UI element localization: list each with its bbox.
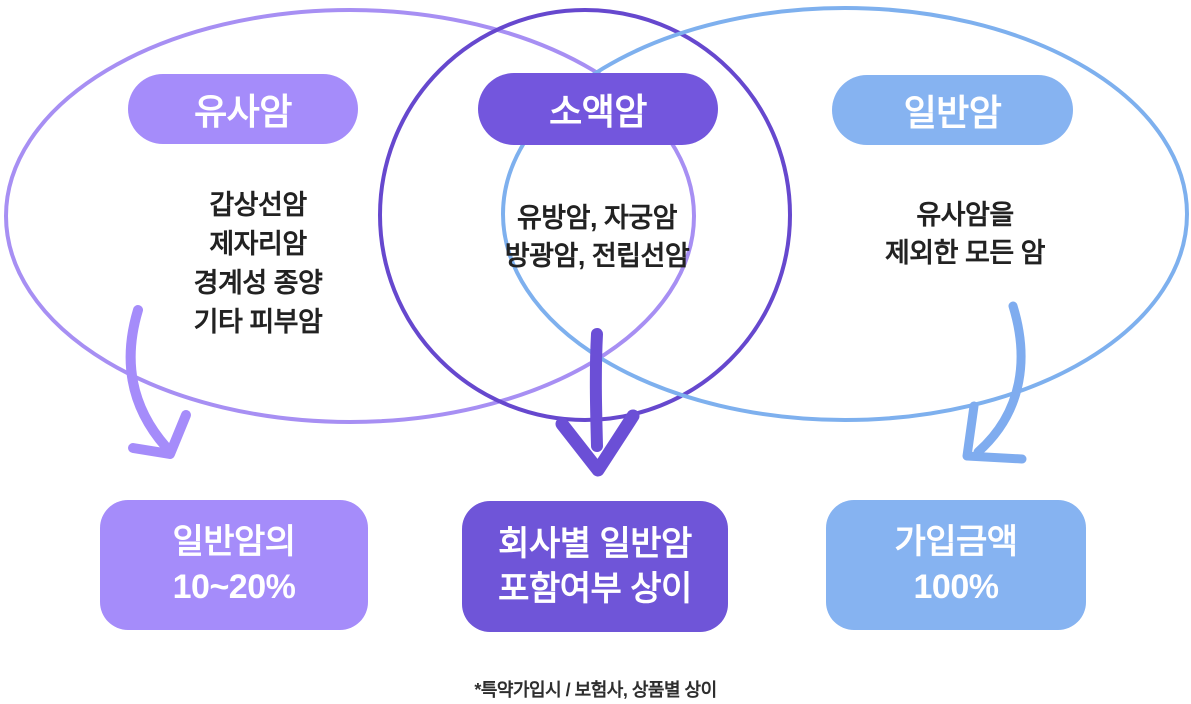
similar-cancer-pill-label: 유사암 bbox=[194, 91, 292, 132]
similar-cancer-arrowhead-icon bbox=[128, 410, 191, 459]
small-amount-cancer-items: 유방암, 자궁암 방광암, 전립선암 bbox=[447, 199, 747, 275]
small-amount-cancer-circle-outline bbox=[378, 8, 792, 422]
result-line: 10~20% bbox=[172, 568, 296, 606]
general-cancer-result-box: 가입금액 100% bbox=[826, 500, 1086, 630]
small-amount-cancer-pill: 소액암 bbox=[478, 73, 718, 145]
result-line: 가입금액 bbox=[894, 523, 1018, 561]
footnote: *특약가입시 / 보험사, 상품별 상이 bbox=[474, 680, 717, 700]
small-amount-cancer-arrow-shaft bbox=[589, 328, 603, 452]
general-cancer-arrowhead-icon bbox=[962, 401, 1027, 464]
similar-cancer-arrow bbox=[125, 305, 191, 459]
item-line: 기타 피부암 bbox=[193, 307, 323, 337]
result-line: 100% bbox=[913, 568, 999, 606]
general-cancer-arrow bbox=[962, 301, 1027, 464]
result-line: 회사별 일반암 bbox=[498, 524, 692, 563]
similar-cancer-ellipse-outline bbox=[4, 8, 696, 424]
general-cancer-items: 유사암을 제외한 모든 암 bbox=[815, 196, 1115, 272]
small-amount-cancer-result-box: 회사별 일반암 포함여부 상이 bbox=[462, 501, 728, 632]
general-cancer-arrow-shaft bbox=[973, 301, 1026, 457]
small-amount-cancer-pill-label: 소액암 bbox=[549, 91, 647, 132]
item-line: 갑상선암 bbox=[209, 190, 307, 220]
item-line: 경계성 종양 bbox=[193, 268, 323, 298]
result-line: 포함여부 상이 bbox=[498, 569, 692, 608]
similar-cancer-arrow-shaft bbox=[125, 305, 171, 452]
item-line: 유사암을 bbox=[916, 200, 1014, 230]
item-line: 방광암, 전립선암 bbox=[504, 241, 690, 271]
general-cancer-ellipse-outline bbox=[501, 6, 1189, 422]
item-line: 제외한 모든 암 bbox=[884, 238, 1046, 268]
result-line: 일반암의 bbox=[172, 523, 296, 561]
item-line: 유방암, 자궁암 bbox=[516, 203, 678, 233]
general-cancer-pill: 일반암 bbox=[832, 75, 1073, 145]
small-amount-cancer-arrow bbox=[555, 328, 640, 477]
general-cancer-pill-label: 일반암 bbox=[903, 92, 1002, 133]
similar-cancer-result-box: 일반암의 10~20% bbox=[100, 500, 368, 630]
item-line: 제자리암 bbox=[209, 229, 307, 259]
similar-cancer-pill: 유사암 bbox=[128, 74, 358, 144]
similar-cancer-items: 갑상선암 제자리암 경계성 종양 기타 피부암 bbox=[118, 186, 398, 342]
small-amount-cancer-arrowhead-icon bbox=[555, 409, 640, 477]
